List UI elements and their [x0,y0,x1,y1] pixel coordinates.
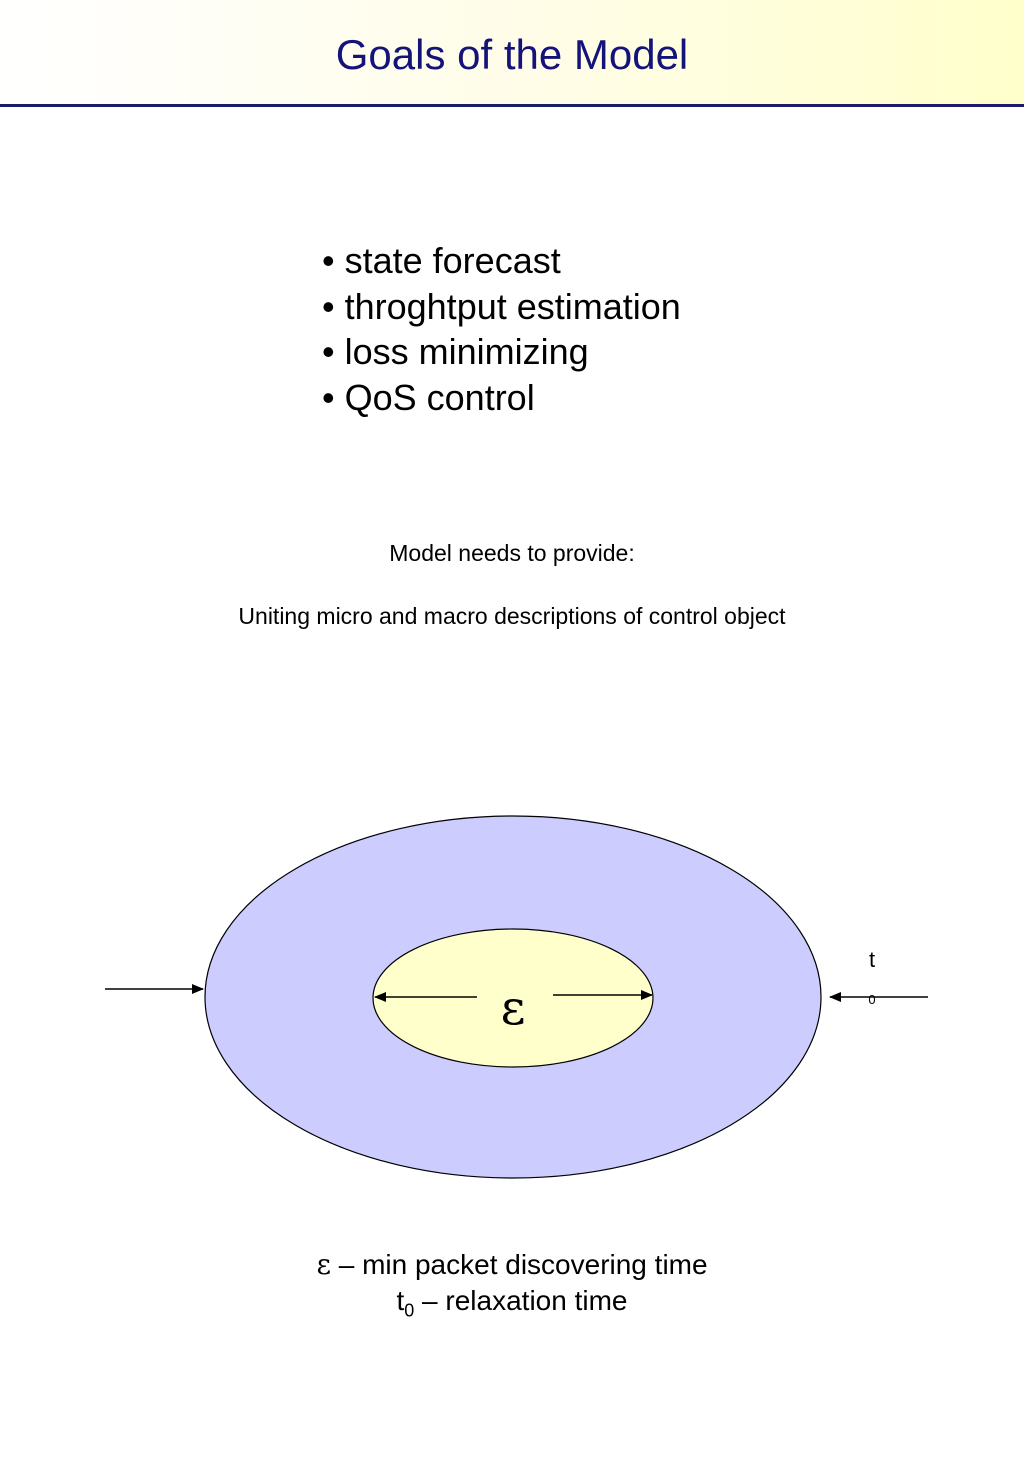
relaxation-label-subscript: 0 [868,992,875,1007]
legend-epsilon-text: – min packet discovering time [330,1249,708,1280]
goal-item: throghtput estimation [322,284,681,330]
relaxation-label-t: t [869,947,875,972]
legend-relaxation: t0 – relaxation time [0,1285,1024,1322]
legend-epsilon: ε – min packet discovering time [0,1248,1024,1281]
model-provide-label: Model needs to provide: [389,540,635,566]
legend-t0-subscript: 0 [404,1300,415,1321]
goal-item: loss minimizing [322,329,681,375]
title-bar: Goals of the Model [0,0,1024,107]
goals-list: state forecast throghtput estimation los… [322,238,681,420]
page-title: Goals of the Model [335,31,689,78]
time-scale-diagram: ε t 0 [105,815,928,1179]
legend-t0-text: – relaxation time [414,1285,628,1316]
inner-ellipse [372,928,654,1068]
model-provide-text: Uniting micro and macro descriptions of … [238,603,786,629]
epsilon-symbol: ε [501,980,526,1036]
goal-item: QoS control [322,375,681,421]
legend-t0-base: t [396,1285,405,1316]
goal-item: state forecast [322,238,681,284]
legend-epsilon-symbol: ε [316,1248,331,1281]
